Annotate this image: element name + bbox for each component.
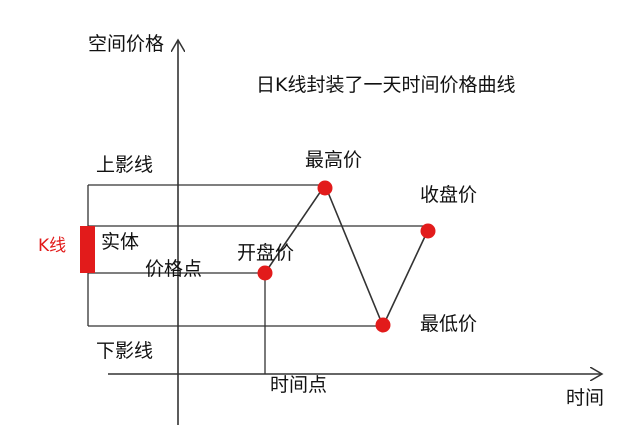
x-axis-label: 时间 [566,387,604,409]
upper-shadow-label: 上影线 [96,154,153,176]
high-price-label: 最高价 [305,149,362,171]
high-price-dot [317,180,333,196]
open-price-label: 开盘价 [237,242,294,264]
lower-shadow-label: 下影线 [96,340,153,362]
y-axis-label: 空间价格 [88,33,164,55]
price-point-label: 价格点 [145,258,202,280]
k-line-body [80,226,95,273]
open-price-dot [257,265,273,281]
close-price-dot [420,223,436,239]
price-curve [264,183,429,328]
close-price-label: 收盘价 [420,184,477,206]
time-point-label: 时间点 [270,374,327,396]
low-price-label: 最低价 [420,313,477,335]
diagram-title: 日K线封装了一天时间价格曲线 [256,74,515,96]
k-line-label: K线 [38,236,66,256]
low-price-dot [375,317,391,333]
body-label: 实体 [101,231,139,253]
